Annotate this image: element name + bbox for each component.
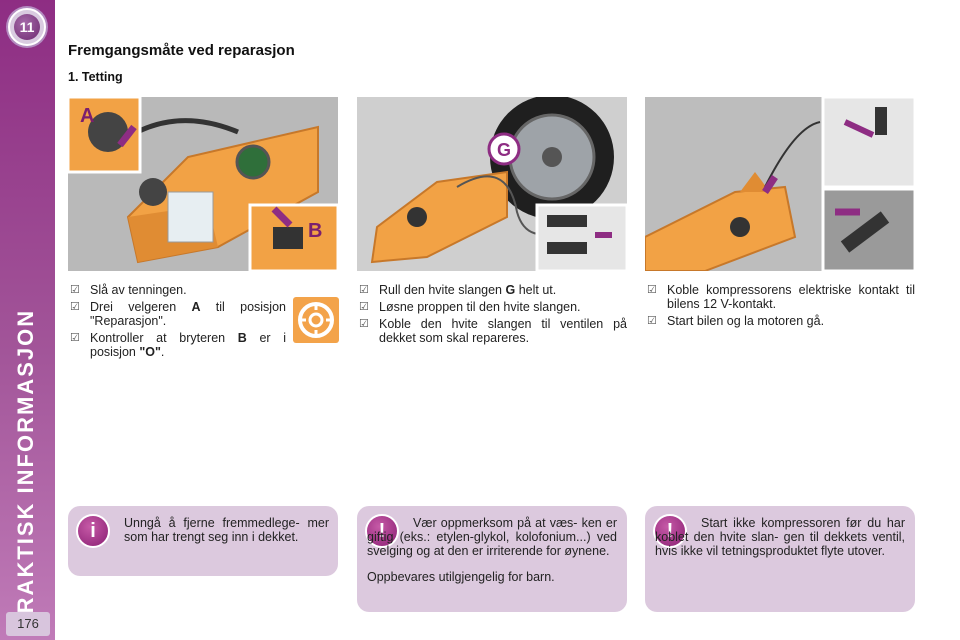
tire-repair-icon — [293, 297, 339, 343]
list-item: ☑ Slå av tenningen. — [70, 283, 187, 297]
chapter-sidebar: 11 PRAKTISK INFORMASJON 176 — [0, 0, 55, 640]
list-item: ☑ Koble den hvite slangen til ventilen p… — [359, 317, 627, 345]
compressor-warning-note: ! Start ikke kompressoren før du har kob… — [645, 506, 915, 612]
label-g: G — [497, 140, 511, 160]
info-note: i Unngå å fjerne fremmedlege- mer som ha… — [68, 506, 338, 576]
chapter-number: 11 — [14, 14, 40, 40]
label-a: A — [80, 105, 94, 127]
section-title: PRAKTISK INFORMASJON — [13, 308, 38, 630]
list-item: ☑ Løsne proppen til den hvite slangen. — [359, 300, 581, 314]
list-item: ☑ Rull den hvite slangen G helt ut. — [359, 283, 557, 297]
checkbox-bullet-icon: ☑ — [70, 301, 80, 313]
steps-column-2: ☑ Rull den hvite slangen G helt ut. ☑ Lø… — [357, 283, 627, 348]
info-icon: i — [76, 514, 110, 548]
child-safety-text: Oppbevares utilgjengelig for barn. — [367, 570, 555, 584]
step-subheading: 1. Tetting — [68, 70, 123, 84]
checkbox-bullet-icon: ☑ — [359, 301, 369, 313]
checkbox-bullet-icon: ☑ — [70, 332, 80, 344]
info-note-text: Unngå å fjerne fremmedlege- mer som har … — [124, 516, 329, 544]
list-item: ☑ Koble kompressorens elektriske kontakt… — [647, 283, 915, 311]
toxic-warning-note: ! Vær oppmerksom på at væs- ken er gifti… — [357, 506, 627, 612]
page-number: 176 — [6, 612, 50, 636]
list-item: ☑ Drei velgeren A til posisjon "Reparasj… — [70, 300, 286, 328]
steps-column-1: ☑ Slå av tenningen. ☑ Drei velgeren A ti… — [68, 283, 286, 362]
warning-icon: ! — [653, 514, 687, 548]
checkbox-bullet-icon: ☑ — [359, 284, 369, 296]
checkbox-bullet-icon: ☑ — [647, 315, 657, 327]
toxic-warning-text: Vær oppmerksom på at væs- ken er giftig … — [367, 516, 617, 558]
chapter-badge: 11 — [8, 8, 46, 46]
list-item: ☑ Kontroller at bryteren B er i posisjon… — [70, 331, 286, 359]
checkbox-bullet-icon: ☑ — [647, 284, 657, 296]
compressor-warning-text: Start ikke kompressoren før du har koble… — [655, 516, 905, 558]
checkbox-bullet-icon: ☑ — [359, 318, 369, 330]
photo-compressor-selector: A B — [68, 97, 338, 271]
steps-column-3: ☑ Koble kompressorens elektriske kontakt… — [645, 283, 915, 331]
page-heading: Fremgangsmåte ved reparasjon — [68, 42, 295, 59]
checkbox-bullet-icon: ☑ — [70, 284, 80, 296]
list-item: ☑ Start bilen og la motoren gå. — [647, 314, 825, 328]
warning-icon: ! — [365, 514, 399, 548]
label-b: B — [308, 220, 322, 242]
photo-tire-hose: G — [357, 97, 627, 271]
photo-power-plug — [645, 97, 915, 271]
